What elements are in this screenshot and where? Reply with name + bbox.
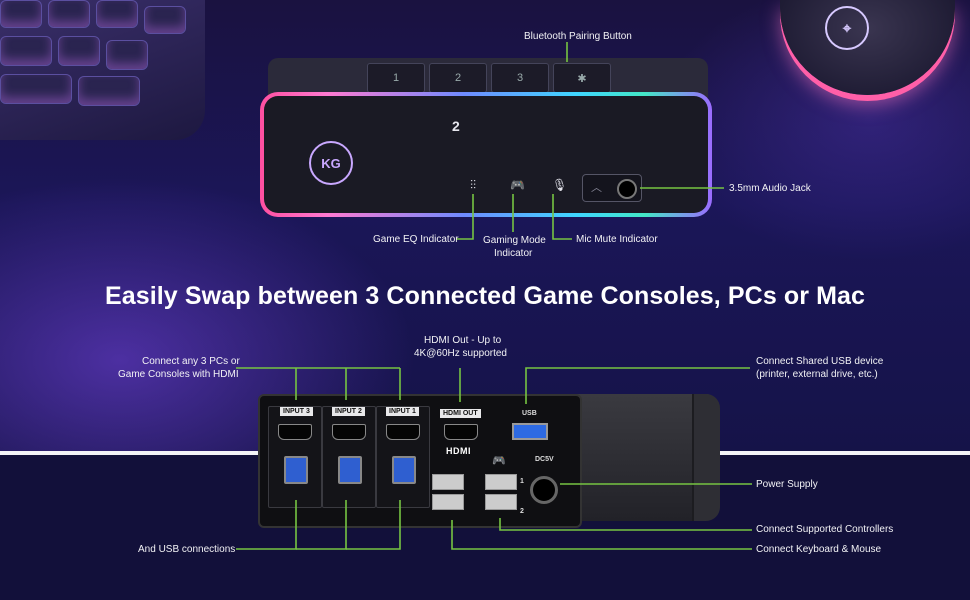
- mic-mute-callout: Mic Mute Indicator: [576, 234, 658, 245]
- usb-a-port-controller-1: [485, 474, 517, 490]
- gamepad-icon: 🎮: [510, 178, 525, 192]
- hdmi-out-callout-line2: 4K@60Hz supported: [414, 348, 507, 359]
- mouse-logo-icon: ⌖: [825, 6, 869, 50]
- keyboard-key: [0, 0, 42, 28]
- audio-jack: [617, 179, 637, 199]
- keyboard-key: [78, 76, 140, 106]
- gaming-mode-callout-line2: Indicator: [494, 248, 533, 259]
- callout-line-usb-shared: [525, 367, 750, 404]
- keyboard-key: [0, 74, 72, 104]
- power-callout: Power Supply: [756, 479, 818, 490]
- channel-display: 2: [452, 118, 460, 134]
- keyboard-key: [58, 36, 100, 66]
- usb-b-port: [392, 456, 416, 484]
- keyboard-key: [144, 6, 186, 34]
- keyboard-key: [106, 40, 148, 70]
- keyboard: [0, 0, 205, 140]
- port-2-label: 2: [520, 508, 524, 515]
- usb-shared-callout-line1: Connect Shared USB device: [756, 356, 884, 367]
- hdmi-out-port: [444, 424, 478, 440]
- microphone-icon: 🎙: [552, 178, 568, 192]
- port-1-label: 1: [520, 478, 524, 485]
- input-2-label: INPUT 2: [332, 407, 365, 416]
- bluetooth-button[interactable]: ✱: [553, 63, 611, 93]
- device-face: KG 2 ⫶⫶ 🎮 🎙 ︿: [264, 96, 708, 213]
- controllers-callout: Connect Supported Controllers: [756, 524, 894, 535]
- gamepad-icon: 🎮: [492, 455, 506, 467]
- hdmi-port: [278, 424, 312, 440]
- connect-pcs-callout-line2: Game Consoles with HDMI: [118, 369, 239, 380]
- callout-line-controllers: [499, 518, 752, 531]
- usb-a-port-controller-2: [485, 494, 517, 510]
- hdmi-logo: HDMI: [446, 446, 471, 456]
- headline: Easily Swap between 3 Connected Game Con…: [104, 282, 866, 310]
- hdmi-port: [386, 424, 420, 440]
- keyboard-key: [96, 0, 138, 28]
- input-3-label: INPUT 3: [280, 407, 313, 416]
- dc-power-jack: [530, 476, 558, 504]
- keyboard-key: [0, 36, 52, 66]
- callout-line-game-eq: [456, 194, 474, 240]
- channel-button-2[interactable]: 2: [429, 63, 487, 93]
- usb-connections-callout: And USB connections: [138, 544, 236, 555]
- callout-line-usb-connections: [236, 500, 297, 550]
- connect-pcs-callout-line1: Connect any 3 PCs or: [142, 356, 240, 367]
- hdmi-out-label: HDMI OUT: [440, 409, 481, 418]
- audio-jack-panel: ︿: [582, 174, 642, 202]
- hdmi-port: [332, 424, 366, 440]
- bluetooth-callout: Bluetooth Pairing Button: [524, 31, 632, 42]
- kvm-switch: INPUT 3 INPUT 2 INPUT 1 HDMI OUT HDMI US…: [258, 394, 582, 528]
- gaming-mode-callout-line1: Gaming Mode: [483, 235, 546, 246]
- usb-shared-callout-line2: (printer, external drive, etc.): [756, 369, 878, 380]
- kvm-side-fin: [692, 394, 720, 521]
- dc-label: DC5V: [535, 456, 554, 463]
- callout-line-usb-2: [296, 500, 347, 550]
- usb-label: USB: [522, 410, 537, 417]
- hdmi-out-callout-line1: HDMI Out - Up to: [424, 335, 502, 346]
- device-top-surface: [268, 58, 708, 98]
- game-eq-callout: Game EQ Indicator: [373, 234, 459, 245]
- device-front-rgb: KG 2 ⫶⫶ 🎮 🎙 ︿: [260, 92, 712, 217]
- callout-line-keyboard-mouse: [451, 520, 752, 550]
- chevron-up-icon: ︿: [591, 182, 602, 194]
- usb-a-port-mouse: [432, 474, 464, 490]
- usb-b-port: [284, 456, 308, 484]
- keyboard-mouse-callout: Connect Keyboard & Mouse: [756, 544, 882, 555]
- kg-logo: KG: [309, 141, 353, 185]
- input-1-label: INPUT 1: [386, 407, 419, 416]
- audio-jack-callout: 3.5mm Audio Jack: [729, 183, 811, 194]
- callout-line-mic-mute: [552, 194, 572, 240]
- usb-b-port: [338, 456, 362, 484]
- usb-a-port-shared: [512, 423, 548, 440]
- game-eq-icon: ⫶⫶: [470, 178, 477, 192]
- callout-line-usb-1: [346, 500, 401, 550]
- channel-buttons: 1 2 3 ✱: [367, 63, 611, 93]
- keyboard-key: [48, 0, 90, 28]
- usb-a-port-keyboard: [432, 494, 464, 510]
